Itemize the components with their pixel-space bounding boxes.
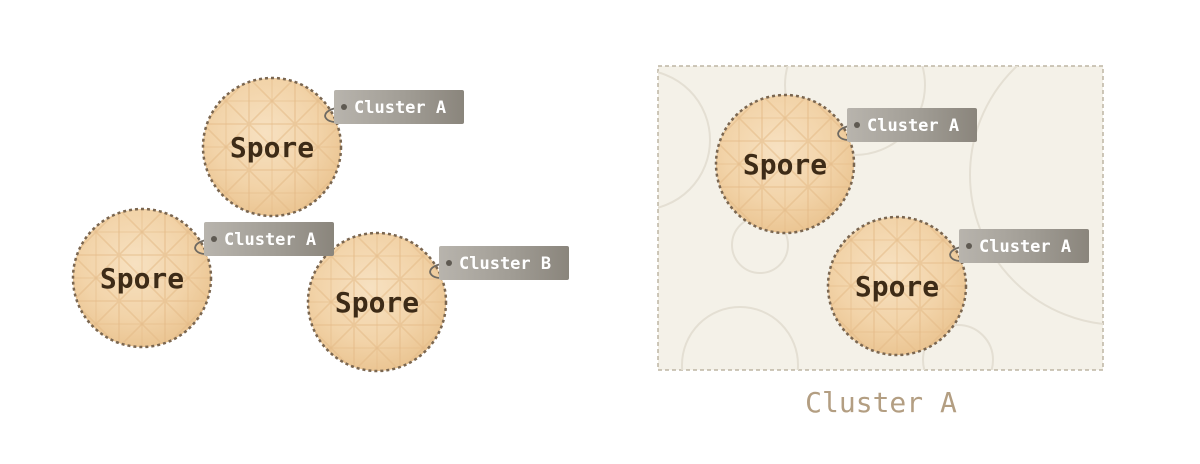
- spore-label: Spore: [335, 286, 419, 319]
- spore-node[interactable]: Spore: [306, 231, 448, 373]
- cluster-tag[interactable]: Cluster A: [194, 222, 334, 256]
- cluster-tag[interactable]: Cluster B: [429, 246, 569, 280]
- tag-label: Cluster A: [867, 116, 959, 136]
- spore-label: Spore: [100, 262, 184, 295]
- tag-label: Cluster A: [354, 98, 446, 118]
- spore-node[interactable]: Spore: [71, 207, 213, 349]
- spore-node[interactable]: Spore: [826, 215, 968, 357]
- spore-label: Spore: [855, 270, 939, 303]
- spore-node[interactable]: Spore: [714, 93, 856, 235]
- spore-label: Spore: [743, 148, 827, 181]
- tag-label: Cluster A: [224, 230, 316, 250]
- tag-label: Cluster B: [459, 254, 551, 274]
- tag-label: Cluster A: [979, 237, 1071, 257]
- cluster-tag[interactable]: Cluster A: [949, 229, 1089, 263]
- cluster-tag[interactable]: Cluster A: [837, 108, 977, 142]
- cluster-tag[interactable]: Cluster A: [324, 90, 464, 124]
- cluster-caption: Cluster A: [805, 386, 957, 419]
- spore-label: Spore: [230, 131, 314, 164]
- spore-node[interactable]: Spore: [201, 76, 343, 218]
